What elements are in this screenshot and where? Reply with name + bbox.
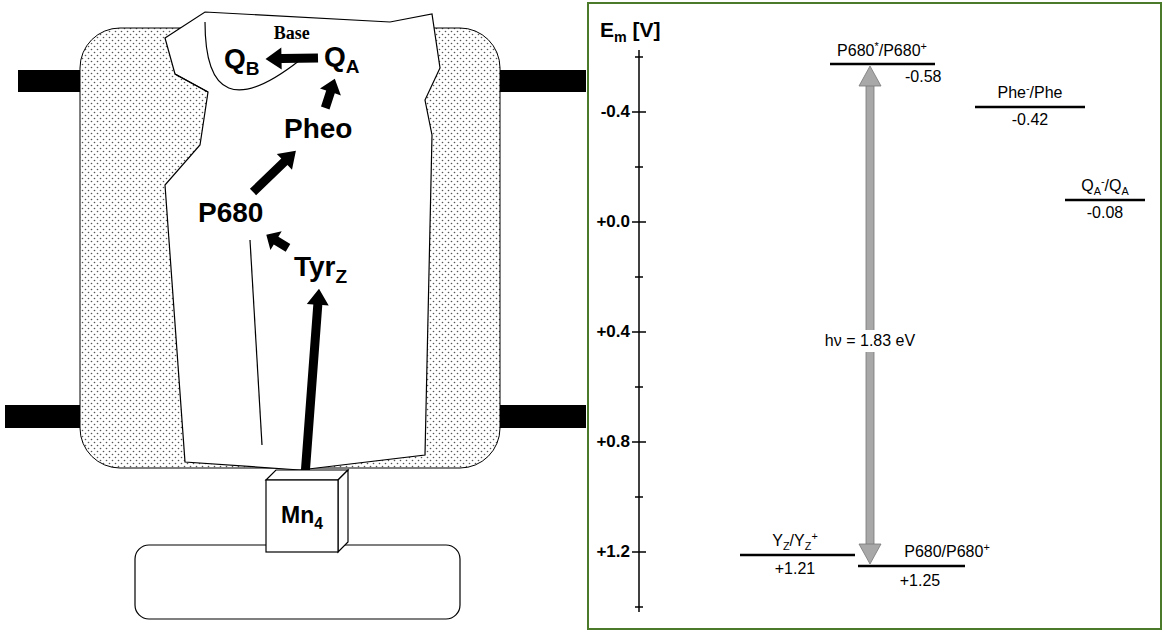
photon-energy: hν = 1.83 eV bbox=[821, 330, 919, 352]
quinone-label: QA bbox=[322, 40, 362, 75]
node-text: Mn4 bbox=[281, 503, 323, 528]
level-value: -0.08 bbox=[1087, 204, 1123, 222]
axis bbox=[638, 50, 640, 612]
excitation-arrow bbox=[859, 66, 881, 564]
quinone-label: QB bbox=[222, 42, 262, 77]
reaction-center-core bbox=[165, 12, 440, 470]
node-text: QB bbox=[224, 43, 260, 74]
electron-transfer-arrow bbox=[266, 231, 290, 252]
tick-label: +0.4 bbox=[596, 322, 630, 342]
node-text: TyrZ bbox=[294, 251, 347, 282]
tick-label: +1.2 bbox=[596, 542, 630, 562]
tick-label: +0.8 bbox=[596, 432, 630, 452]
level-value: +1.21 bbox=[775, 560, 815, 578]
level-name: Phe-/Phe bbox=[997, 84, 1062, 102]
level-value: +1.25 bbox=[900, 572, 940, 590]
level-value: -0.58 bbox=[905, 68, 941, 86]
level-name: P680*/P680+ bbox=[837, 42, 927, 60]
node-text: P680 bbox=[198, 197, 263, 228]
node-text: Pheo bbox=[284, 113, 352, 144]
edge-label: Base bbox=[274, 23, 310, 44]
tyrosine-label: TyrZ bbox=[292, 250, 349, 285]
level-value: -0.42 bbox=[1012, 111, 1048, 129]
manganese-cluster: Mn4 bbox=[266, 480, 338, 552]
node-text: QA bbox=[324, 41, 360, 72]
extrinsic-subunit bbox=[135, 545, 460, 619]
tick-label: +0.0 bbox=[596, 212, 630, 232]
level-name: YZ/YZ+ bbox=[772, 532, 817, 550]
electron-transfer-arrow bbox=[266, 48, 319, 70]
level-name: QA-/QA bbox=[1081, 177, 1129, 195]
axis-title: Em [V] bbox=[600, 18, 661, 42]
electron-transfer-arrow bbox=[250, 151, 296, 195]
electron-transfer-arrow bbox=[301, 289, 329, 477]
electron-transfer-arrow bbox=[320, 79, 341, 110]
subunit-border bbox=[175, 74, 208, 92]
axis-ticks bbox=[632, 57, 646, 607]
energy-levels bbox=[740, 64, 1145, 566]
reaction-center-label: P680 bbox=[196, 196, 265, 231]
level-name: P680/P680+ bbox=[904, 543, 990, 561]
tick-label: -0.4 bbox=[601, 102, 630, 122]
subunit-border bbox=[250, 240, 262, 445]
pheophytin-label: Pheo bbox=[282, 112, 354, 147]
panel-frame bbox=[588, 3, 1161, 629]
